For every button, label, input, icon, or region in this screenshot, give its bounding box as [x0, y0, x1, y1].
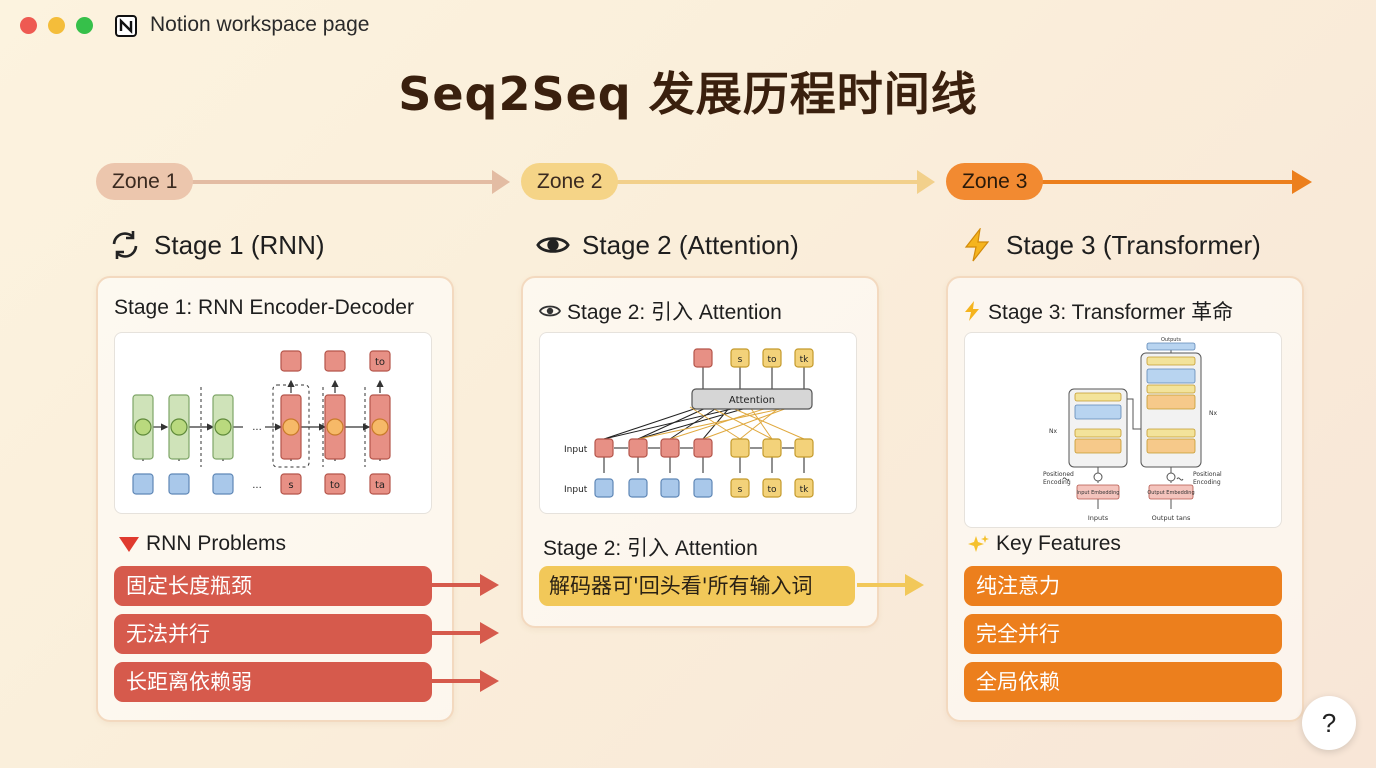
zone-3-connector: [1040, 180, 1295, 184]
stage-2-card: Stage 2: 引入 Attention Attention: [521, 276, 879, 628]
transformer-diagram: Nx Nx Positioned Encoding Positional Enc…: [964, 332, 1282, 528]
stage-2-section-heading: Stage 2: 引入 Attention: [543, 537, 758, 560]
zone-2-pill: Zone 2: [521, 163, 619, 200]
zone-3-pill: Zone 3: [946, 163, 1044, 200]
close-window-button[interactable]: [20, 17, 37, 34]
notion-logo-icon: [115, 15, 137, 37]
attention-input-label: to: [767, 485, 777, 495]
outputs-label: Outputs: [1161, 337, 1181, 343]
feature-chip: 完全并行: [964, 614, 1282, 654]
rnn-diagram: to s to ta ... ...: [114, 332, 432, 514]
key-features-label: Key Features: [996, 532, 1121, 555]
stage-1-heading-label: Stage 1 (RNN): [154, 229, 325, 260]
attention-block: [691, 388, 813, 410]
rnn-decoder-label: to: [375, 357, 385, 368]
feature-arrow: [857, 583, 907, 587]
problem-arrow: [432, 631, 482, 635]
input-row-label: Input: [564, 485, 588, 495]
embedding-label: Input Embedding: [1077, 490, 1120, 496]
stage-3-card: Stage 3: Transformer 革命: [946, 276, 1304, 722]
right-arrow-icon: [480, 670, 499, 692]
input-row-label: Input: [564, 445, 588, 455]
help-button[interactable]: ?: [1302, 696, 1356, 750]
minimize-window-button[interactable]: [48, 17, 65, 34]
feature-chip: 纯注意力: [964, 566, 1282, 606]
problem-chip: 无法并行: [114, 614, 432, 654]
stage-3-card-title-label: Stage 3: Transformer 革命: [988, 301, 1234, 324]
attention-input-label: s: [738, 485, 743, 495]
rnn-decoder-label: s: [288, 480, 293, 491]
outputs-label: Output tans: [1152, 514, 1191, 522]
rnn-decoder-label: to: [330, 480, 340, 491]
refresh-icon: [108, 228, 142, 262]
nx-label: Nx: [1049, 428, 1057, 435]
stage-3-heading: Stage 3 (Transformer): [960, 226, 1261, 264]
stage-2-card-title: Stage 2: 引入 Attention: [539, 296, 782, 326]
stage-3-card-title: Stage 3: Transformer 革命: [964, 296, 1233, 326]
problem-chip: 长距离依赖弱: [114, 662, 432, 702]
right-arrow-icon: [480, 622, 499, 644]
window-titlebar: Notion workspace page: [0, 0, 1376, 52]
attention-diagram: Attention s to tk s to tk I: [539, 332, 857, 514]
key-features-heading: Key Features: [968, 532, 1121, 556]
zone-2-arrow-icon: [917, 170, 935, 194]
stage-1-card-title: Stage 1: RNN Encoder-Decoder: [114, 296, 414, 319]
eye-icon: [536, 228, 570, 262]
stage-1-heading: Stage 1 (RNN): [108, 226, 325, 264]
problem-chip: 固定长度瓶颈: [114, 566, 432, 606]
stage-2-card-title-label: Stage 2: 引入 Attention: [567, 301, 782, 324]
attention-block-label: Attention: [729, 395, 775, 406]
stage-2-heading: Stage 2 (Attention): [536, 226, 799, 264]
zone-1-connector: [190, 180, 495, 184]
attention-output-label: s: [738, 355, 743, 365]
attention-output-label: tk: [800, 355, 810, 365]
rnn-decoder-label: ta: [375, 480, 385, 491]
inputs-label: Inputs: [1088, 514, 1109, 522]
zone-2-connector: [615, 180, 920, 184]
stage-3-heading-label: Stage 3 (Transformer): [1006, 229, 1261, 260]
zone-1-pill: Zone 1: [96, 163, 194, 200]
right-arrow-icon: [905, 574, 924, 596]
attention-feature-chip: 解码器可'回头看'所有输入词: [539, 566, 855, 606]
page-title: Seq2Seq 发展历程时间线: [398, 67, 978, 121]
sparkles-icon: [968, 535, 989, 552]
rnn-problems-heading: RNN Problems: [118, 532, 286, 556]
stage-1-card: Stage 1: RNN Encoder-Decoder: [96, 276, 454, 722]
rnn-ellipsis: ...: [252, 480, 262, 491]
attention-output-label: to: [767, 355, 777, 365]
positional-encoding-label: Positioned: [1043, 471, 1074, 478]
zone-1-arrow-icon: [492, 170, 510, 194]
embedding-label: Output Embedding: [1147, 490, 1194, 496]
problem-arrow: [432, 583, 482, 587]
right-arrow-icon: [480, 574, 499, 596]
lightning-icon: [960, 228, 994, 262]
positional-encoding-label: Encoding: [1193, 479, 1221, 486]
feature-chip: 全局依赖: [964, 662, 1282, 702]
rnn-ellipsis: ...: [252, 422, 262, 433]
positional-encoding-label: Positional: [1193, 471, 1222, 478]
zone-3-arrow-icon: [1292, 170, 1312, 194]
eye-icon: [539, 305, 561, 317]
lightning-icon: [965, 301, 979, 321]
positional-encoding-label: Encoding: [1043, 479, 1071, 486]
nx-label: Nx: [1209, 410, 1217, 417]
red-triangle-icon: [119, 537, 139, 552]
rnn-problems-label: RNN Problems: [146, 532, 287, 555]
attention-input-label: tk: [800, 485, 810, 495]
window-title: Notion workspace page: [150, 13, 370, 36]
problem-arrow: [432, 679, 482, 683]
stage-2-heading-label: Stage 2 (Attention): [582, 229, 799, 260]
maximize-window-button[interactable]: [76, 17, 93, 34]
